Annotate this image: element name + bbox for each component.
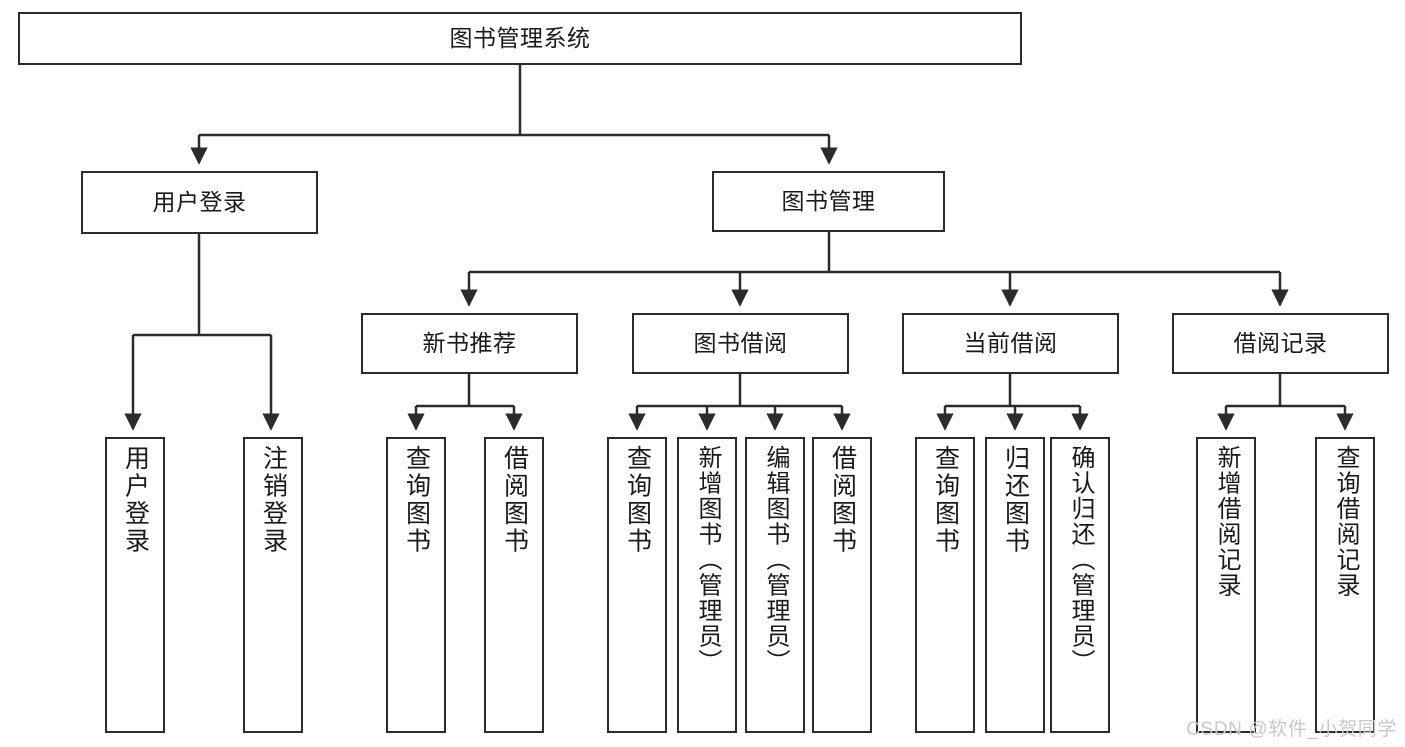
node-leaf-logout[interactable]: 注销登录	[243, 437, 303, 733]
node-leaf-query-book-3-label: 查询图书	[931, 445, 960, 555]
node-book-manage-label: 图书管理	[781, 187, 876, 214]
node-book-borrow[interactable]: 图书借阅	[632, 313, 849, 374]
node-leaf-user-login[interactable]: 用户登录	[105, 437, 165, 733]
node-borrow-record-label: 借阅记录	[1233, 329, 1328, 356]
node-leaf-borrow-book-2-label: 借阅图书	[828, 445, 857, 555]
node-leaf-query-record[interactable]: 查询借阅记录	[1315, 437, 1375, 733]
node-book-manage[interactable]: 图书管理	[712, 171, 945, 232]
node-leaf-query-book-2-label: 查询图书	[623, 445, 652, 555]
node-leaf-borrow-book-2[interactable]: 借阅图书	[812, 437, 872, 733]
node-root[interactable]: 图书管理系统	[18, 12, 1022, 65]
node-new-book-rec-label: 新书推荐	[422, 329, 517, 356]
node-leaf-edit-book-label: 编辑图书（管理员）	[762, 445, 789, 675]
node-user-login[interactable]: 用户登录	[81, 171, 318, 234]
node-borrow-record[interactable]: 借阅记录	[1172, 313, 1389, 374]
node-current-borrow[interactable]: 当前借阅	[902, 313, 1119, 374]
node-leaf-query-record-label: 查询借阅记录	[1332, 445, 1359, 598]
node-leaf-confirm-return-label: 确认归还（管理员）	[1067, 445, 1094, 675]
node-leaf-confirm-return[interactable]: 确认归还（管理员）	[1050, 437, 1110, 733]
node-leaf-borrow-book-1[interactable]: 借阅图书	[484, 437, 544, 733]
node-book-borrow-label: 图书借阅	[693, 329, 788, 356]
node-leaf-add-record[interactable]: 新增借阅记录	[1196, 437, 1256, 733]
node-current-borrow-label: 当前借阅	[963, 329, 1058, 356]
node-leaf-add-record-label: 新增借阅记录	[1213, 445, 1240, 598]
node-leaf-query-book-3[interactable]: 查询图书	[915, 437, 975, 733]
node-leaf-edit-book[interactable]: 编辑图书（管理员）	[745, 437, 805, 733]
node-leaf-query-book-1-label: 查询图书	[402, 445, 431, 555]
node-leaf-borrow-book-1-label: 借阅图书	[500, 445, 529, 555]
node-leaf-user-login-label: 用户登录	[121, 445, 150, 555]
node-user-login-label: 用户登录	[152, 188, 247, 215]
node-leaf-logout-label: 注销登录	[259, 445, 288, 555]
node-root-label: 图书管理系统	[449, 24, 591, 51]
node-leaf-query-book-1[interactable]: 查询图书	[386, 437, 446, 733]
node-leaf-add-book[interactable]: 新增图书（管理员）	[677, 437, 737, 733]
node-leaf-return-book-label: 归还图书	[1001, 445, 1030, 555]
node-leaf-add-book-label: 新增图书（管理员）	[694, 445, 721, 675]
node-leaf-return-book[interactable]: 归还图书	[985, 437, 1045, 733]
node-leaf-query-book-2[interactable]: 查询图书	[607, 437, 667, 733]
node-new-book-rec[interactable]: 新书推荐	[361, 313, 578, 374]
